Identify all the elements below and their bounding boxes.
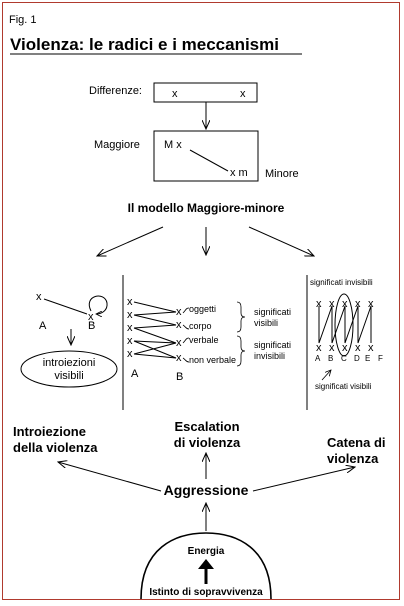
maggiore-minore-box <box>153 130 259 182</box>
left-x-a: x <box>36 291 42 303</box>
hierarchy-line <box>189 149 229 172</box>
meaning-corpo: corpo <box>189 321 212 331</box>
meaning-oggetti: oggetti <box>189 304 216 314</box>
instinct-label: Istinto di sopravvivenza <box>149 587 263 598</box>
right-bot-x-4: x <box>355 342 361 354</box>
right-bot-x-1: x <box>316 342 322 354</box>
fan-arrows <box>97 226 314 256</box>
letter-b: B <box>328 354 333 363</box>
left-label-a: A <box>39 320 47 332</box>
right-bot-x-2: x <box>329 342 335 354</box>
outcome-center-line2: di violenza <box>174 435 241 450</box>
energy-dome <box>140 532 272 600</box>
letter-d: D <box>354 354 360 363</box>
selection-ellipse <box>334 293 354 357</box>
mid-a-x-5: x <box>127 348 133 360</box>
right-top-x-1: x <box>316 298 322 310</box>
group2-line1: significati <box>254 340 291 350</box>
zigzag-chain <box>318 305 372 344</box>
outcome-center-line1: Escalation <box>174 419 239 434</box>
right-panel: significati invisibili x x x x x x x x x… <box>310 278 383 391</box>
group1-line2: visibili <box>254 318 278 328</box>
differenze-label: Differenze: <box>89 85 142 97</box>
mid-b-x-1: x <box>176 306 182 318</box>
violence-diagram: Fig. 1 Violenza: le radici e i meccanism… <box>9 14 386 600</box>
xm-label: x m <box>230 167 248 179</box>
meaning-brackets <box>182 307 190 363</box>
introiezioni-bubble <box>20 350 118 388</box>
letter-c: C <box>341 354 347 363</box>
right-bottom-label: significati visibili <box>315 382 372 391</box>
right-bot-x-5: x <box>368 342 374 354</box>
figure-page: Fig. 1 Violenza: le radici e i meccanism… <box>2 2 400 600</box>
right-top-x-4: x <box>355 298 361 310</box>
left-link-line <box>43 298 88 315</box>
mid-a-x-2: x <box>127 309 133 321</box>
left-panel: x x A B introiezioni visibili <box>20 291 118 388</box>
right-bot-x-3: x <box>342 342 348 354</box>
maggiore-label: Maggiore <box>94 139 140 151</box>
brace-invisible <box>236 335 246 367</box>
outcome-left-line1: Introiezione <box>13 424 86 439</box>
aggression-label: Aggressione <box>164 482 249 498</box>
mid-a-x-4: x <box>127 335 133 347</box>
meaning-verbale: verbale <box>189 335 219 345</box>
mid-label-b: B <box>176 371 183 383</box>
middle-panel: x x x x x x x x x oggetti corpo verbale <box>127 296 291 383</box>
meaning-non-verbale: non verbale <box>189 355 236 365</box>
pointer-arrow <box>321 370 331 381</box>
mid-b-x-2: x <box>176 319 182 331</box>
fig-label: Fig. 1 <box>9 14 37 26</box>
right-top-x-3: x <box>342 298 348 310</box>
differenze-x2: x <box>240 88 246 100</box>
page-title: Violenza: le radici e i meccanismi <box>10 35 279 54</box>
bubble-line2: visibili <box>54 370 83 382</box>
left-x-b: x <box>88 311 94 323</box>
group1-line1: significati <box>254 307 291 317</box>
mid-label-a: A <box>131 368 139 380</box>
right-top-label: significati invisibili <box>310 278 373 287</box>
mid-a-x-3: x <box>127 322 133 334</box>
middle-links <box>133 301 177 359</box>
mid-a-x-1: x <box>127 296 133 308</box>
right-top-x-5: x <box>368 298 374 310</box>
letter-f: F <box>378 354 383 363</box>
brace-visible <box>236 301 246 333</box>
differenze-x1: x <box>172 88 178 100</box>
self-loop-arrow <box>88 295 108 314</box>
mx-label: M x <box>164 139 182 151</box>
outcome-right-line2: violenza <box>327 451 379 466</box>
outcome-left-line2: della violenza <box>13 440 98 455</box>
energy-label: Energia <box>188 546 225 557</box>
model-name: Il modello Maggiore-minore <box>128 201 285 215</box>
aggression-arrows <box>58 453 355 492</box>
letter-a: A <box>315 354 321 363</box>
minore-label: Minore <box>265 168 299 180</box>
bubble-line1: introiezioni <box>43 357 96 369</box>
mid-b-x-4: x <box>176 352 182 364</box>
right-top-x-2: x <box>329 298 335 310</box>
group2-line2: invisibili <box>254 351 285 361</box>
instinct-arrowhead <box>198 559 214 569</box>
mid-b-x-3: x <box>176 337 182 349</box>
left-label-b: B <box>88 320 95 332</box>
letter-e: E <box>365 354 370 363</box>
outcome-right-line1: Catena di <box>327 435 386 450</box>
